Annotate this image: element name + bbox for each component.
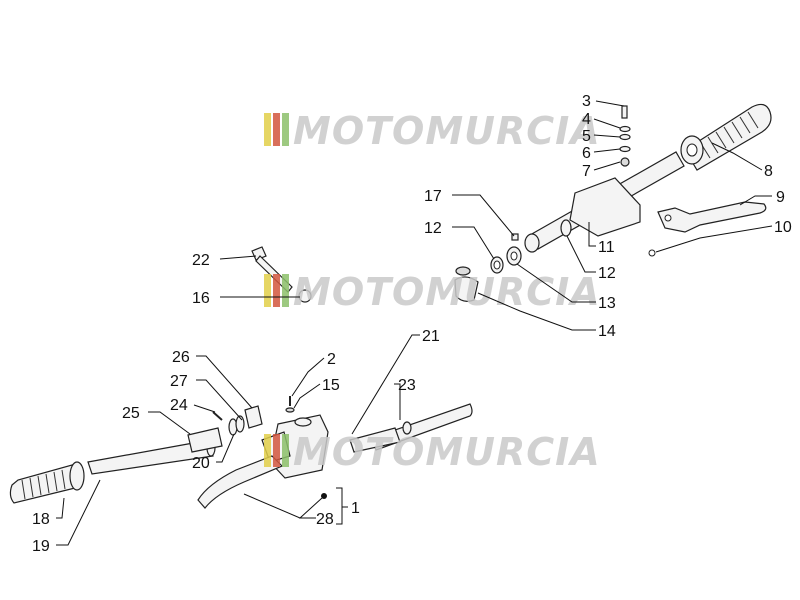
right-handlebar-tube — [524, 151, 685, 253]
callout-18: 18 — [32, 511, 50, 528]
watermark-logo: MOTOMURCIA — [264, 270, 601, 314]
callout-17: 17 — [424, 188, 442, 205]
callout-15: 15 — [322, 377, 340, 394]
callout-labels: 3 4 5 6 7 8 9 10 11 17 12 12 13 14 22 16… — [32, 93, 792, 555]
callout-14: 14 — [598, 323, 616, 340]
callout-25: 25 — [122, 405, 140, 422]
right-brake-lever — [657, 201, 767, 233]
throttle-hardware — [212, 405, 263, 436]
callout-5: 5 — [582, 128, 591, 145]
watermark-text: MOTOMURCIA — [293, 109, 601, 153]
callout-28: 28 — [316, 511, 334, 528]
right-grip-part — [680, 103, 772, 171]
callout-12-right: 12 — [598, 265, 616, 282]
callout-19: 19 — [32, 538, 50, 555]
pivot-part — [454, 266, 479, 302]
watermark-logo: MOTOMURCIA — [264, 430, 601, 474]
callout-22: 22 — [192, 252, 210, 269]
pin-part — [648, 249, 656, 257]
callout-13: 13 — [598, 295, 616, 312]
throttle-tube-part — [87, 427, 223, 475]
callout-3: 3 — [582, 93, 591, 110]
callout-24: 24 — [170, 397, 188, 414]
callout-26: 26 — [172, 349, 190, 366]
callout-1: 1 — [351, 500, 360, 517]
callout-20: 20 — [192, 455, 210, 472]
washers-and-spacer — [490, 233, 522, 274]
watermark-logo: MOTOMURCIA — [264, 109, 601, 153]
callout-23: 23 — [398, 377, 416, 394]
callout-4: 4 — [582, 111, 591, 128]
callout-21: 21 — [422, 328, 440, 345]
screw-part — [285, 396, 295, 413]
callout-9: 9 — [776, 189, 785, 206]
callout-12-left: 12 — [424, 220, 442, 237]
watermark-text: MOTOMURCIA — [293, 430, 601, 474]
callout-2: 2 — [327, 351, 336, 368]
leader-lines — [56, 100, 773, 546]
callout-27: 27 — [170, 373, 188, 390]
callout-8: 8 — [764, 163, 773, 180]
callout-10: 10 — [774, 219, 792, 236]
callout-11: 11 — [598, 239, 615, 256]
callout-6: 6 — [582, 145, 591, 162]
callout-16: 16 — [192, 290, 210, 307]
screw-washer-stack — [619, 105, 631, 167]
watermark-text: MOTOMURCIA — [293, 270, 601, 314]
left-grip-part — [9, 461, 85, 504]
brake-cable — [349, 403, 473, 453]
callout-7: 7 — [582, 163, 591, 180]
